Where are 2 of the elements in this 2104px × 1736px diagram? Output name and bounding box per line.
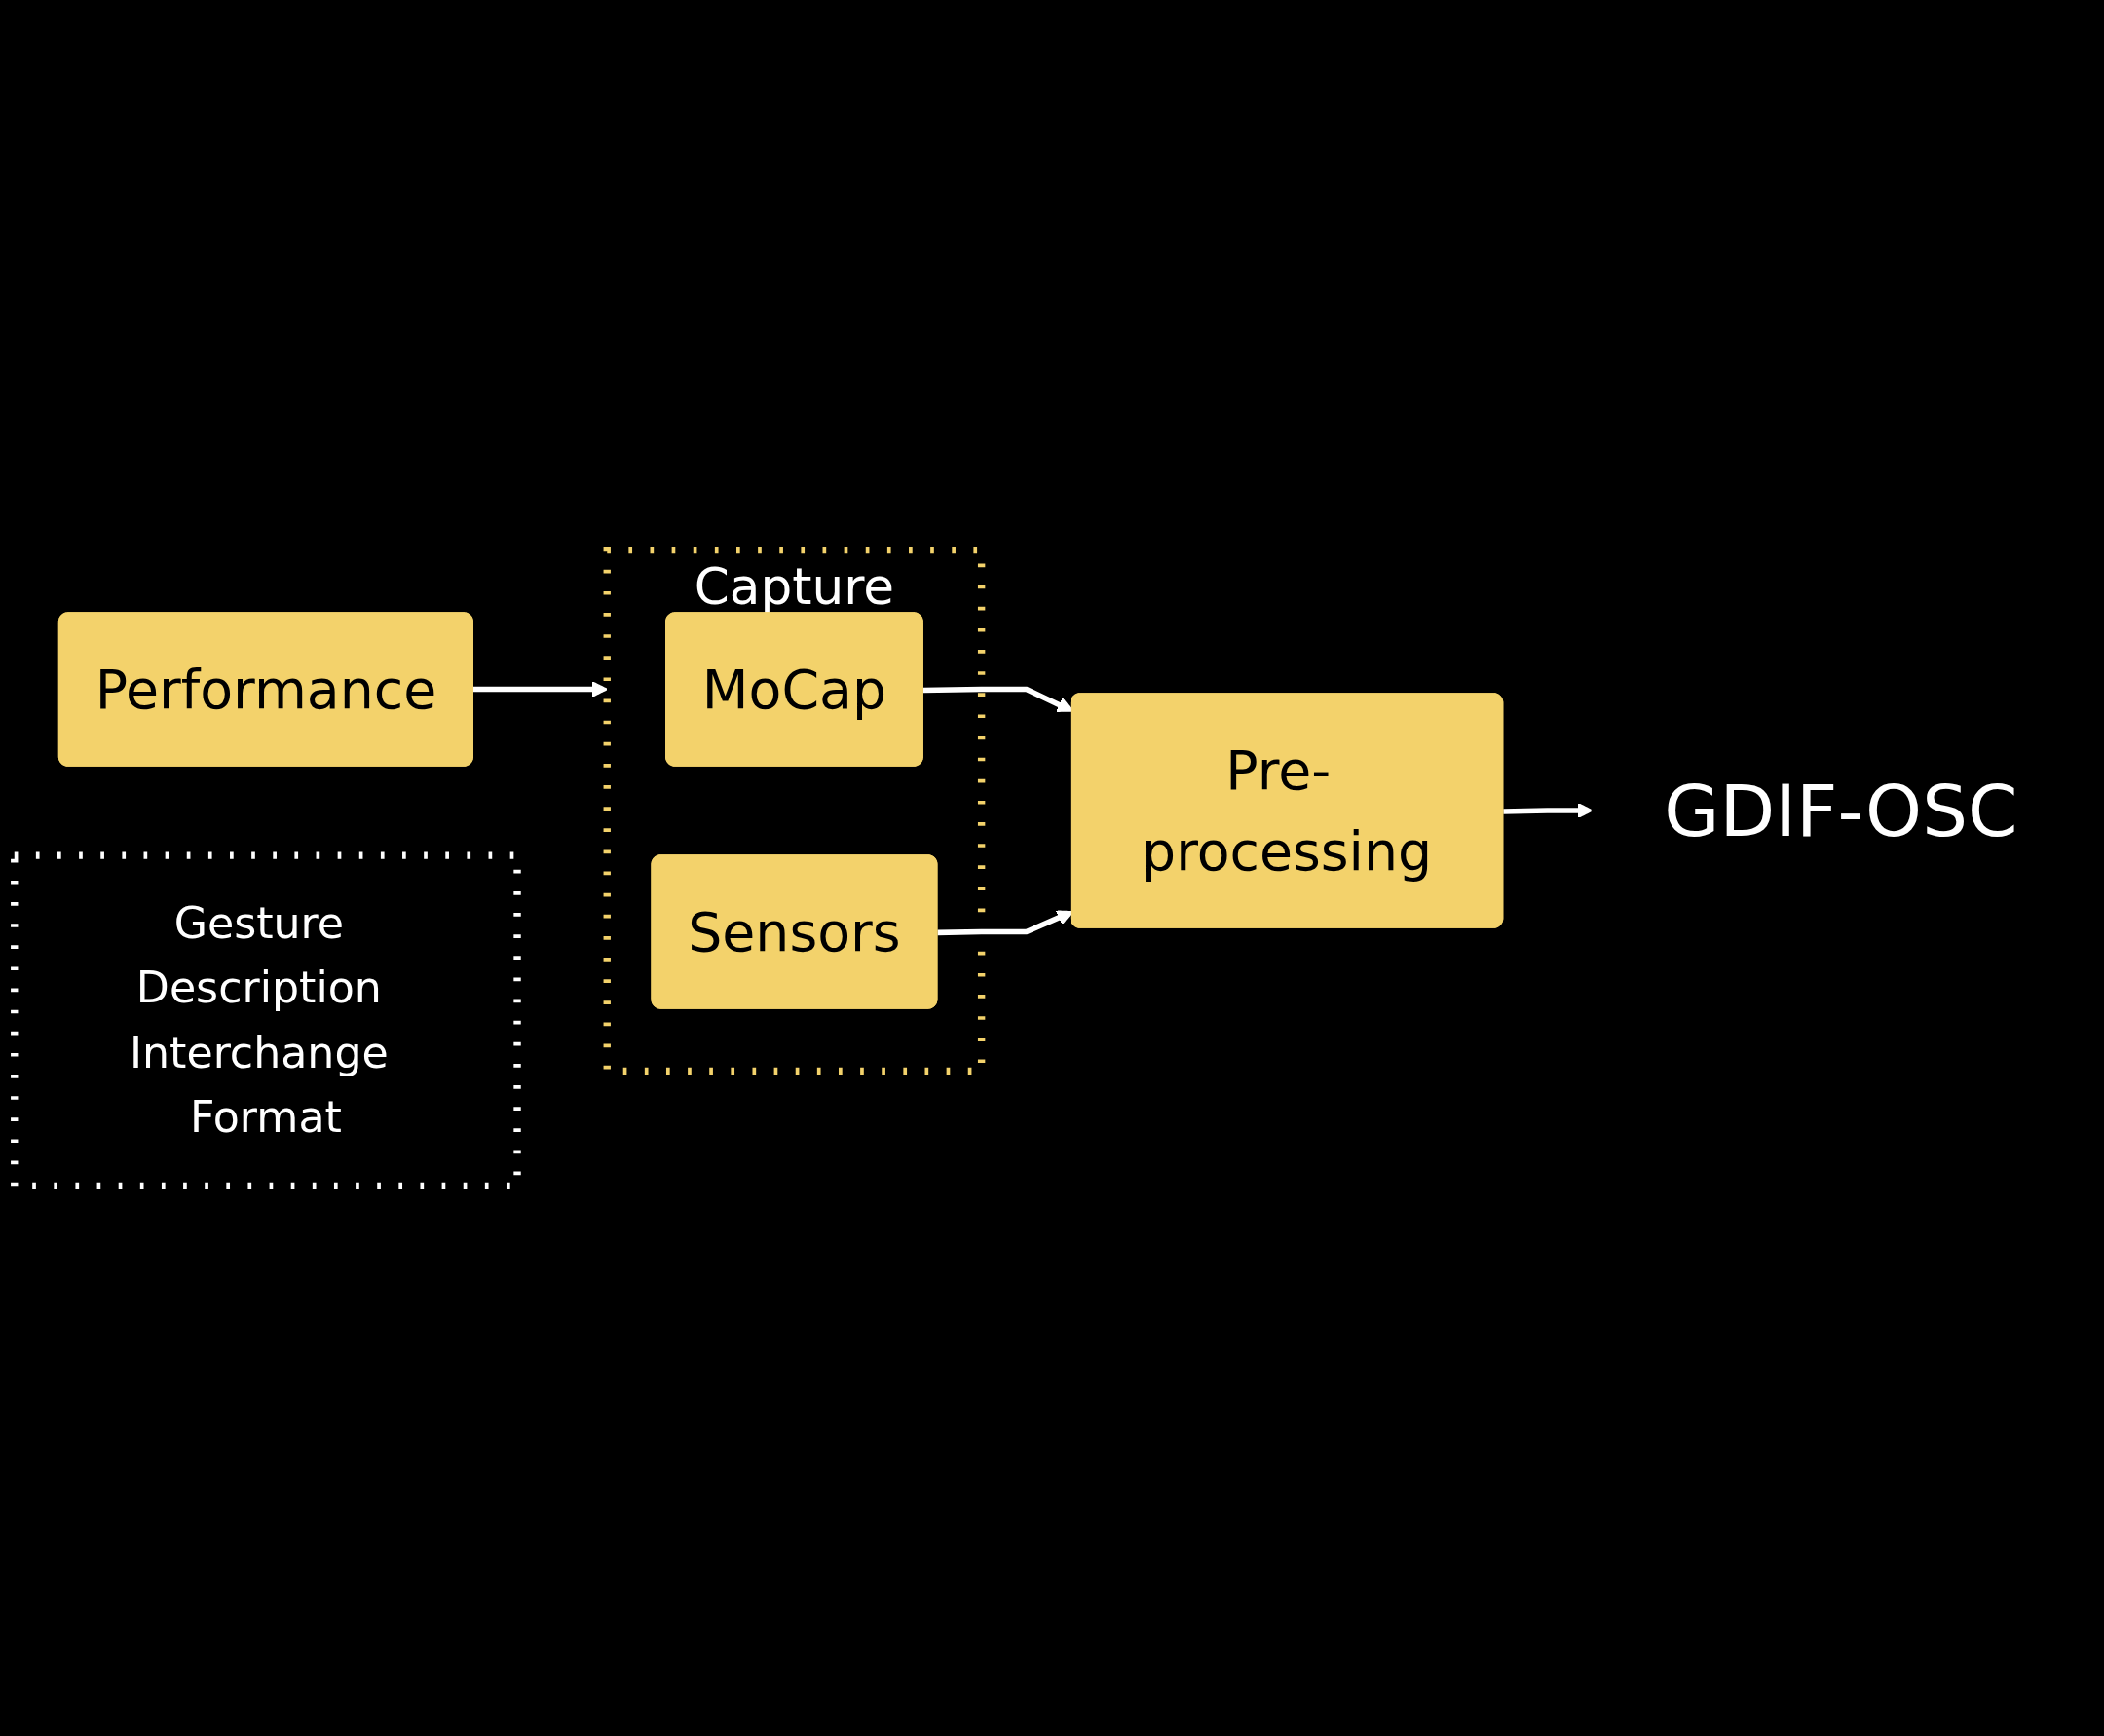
node-text: GDIF-OSC xyxy=(1664,769,2018,852)
arrow xyxy=(472,681,608,698)
